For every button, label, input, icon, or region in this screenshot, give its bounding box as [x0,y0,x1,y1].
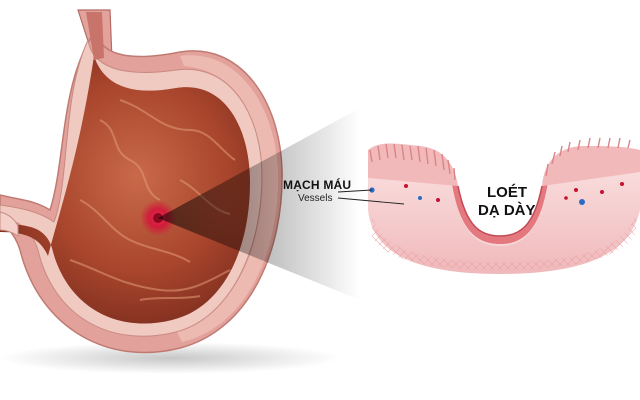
vessels-label-en: Vessels [298,193,333,204]
rugae-folds [69,99,236,301]
stomach-organ [0,9,283,354]
ulcer-label-line2: DẠ DÀY [478,202,536,219]
vessels-label-vi: MẠCH MÁU [283,178,352,192]
ulcer-cross-section [337,137,640,274]
villi-right [542,137,640,186]
vessel-dots [369,182,624,205]
ulcer-label-line1: LOÉT [487,184,527,201]
vessels-pointer [337,189,405,205]
villi-left [368,143,458,186]
floor-shadow [0,342,340,374]
magnification-cone [158,108,360,300]
